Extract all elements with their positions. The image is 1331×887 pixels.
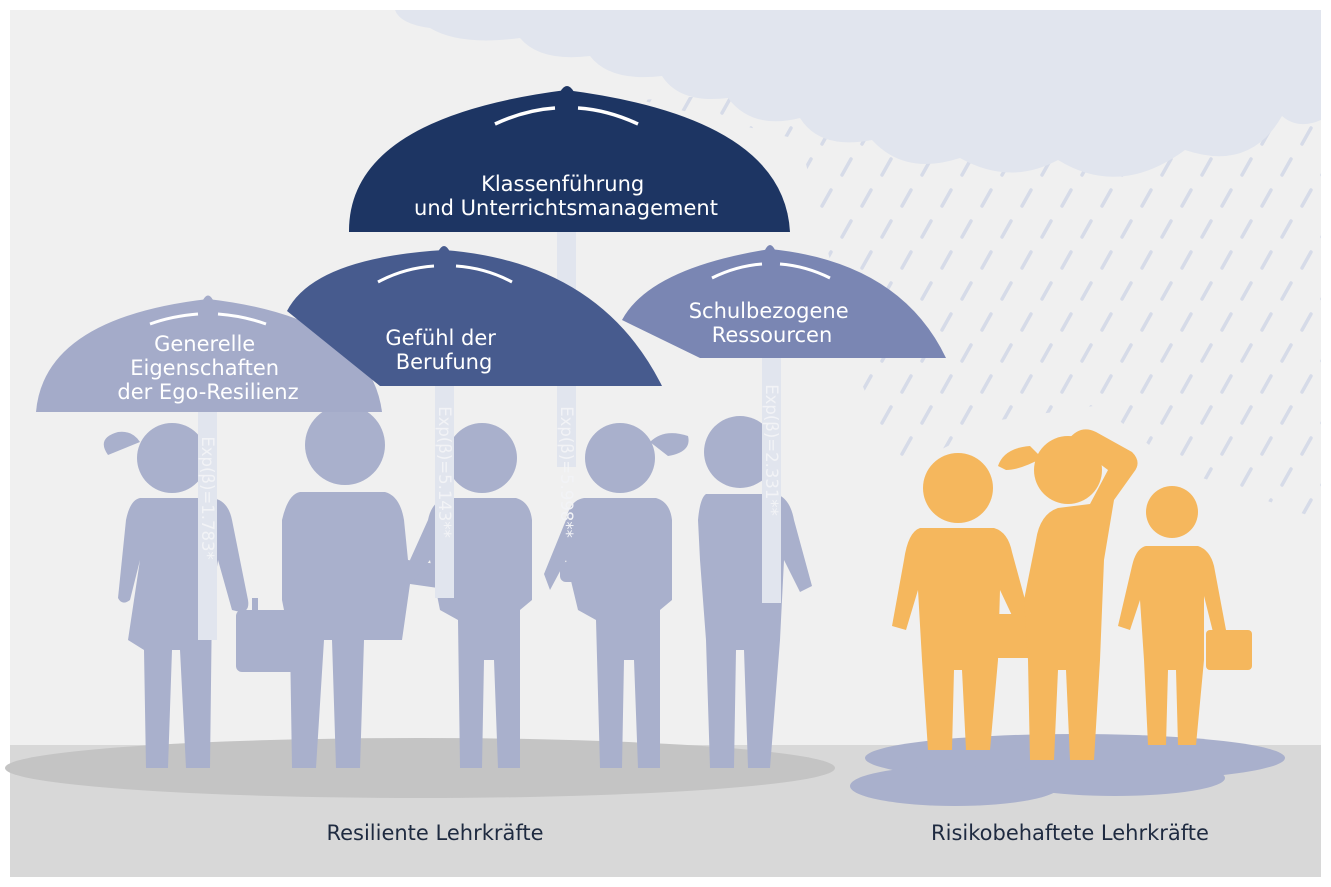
group-label-resilient: Resiliente Lehrkräfte — [326, 821, 543, 845]
umbrella-label-ego-resilience: Generelle Eigenschaften der Ego-Resilien… — [117, 332, 298, 404]
teacher-figure — [1118, 486, 1252, 745]
umbrella-label-line: Klassenführung — [481, 172, 644, 196]
group-label-risk: Risikobehaftete Lehrkräfte — [931, 821, 1209, 845]
cloud-icon — [395, 10, 1321, 177]
umbrella-label-line: Schulbezogene — [689, 299, 849, 323]
coefficient-school-resources: Exp(β)=2.331** — [762, 384, 781, 516]
risk-teachers — [892, 429, 1252, 760]
teacher-figure — [544, 423, 689, 768]
umbrella-ego-resilience — [36, 295, 382, 640]
coefficient-ego-resilience: Exp(β)=1.783* — [198, 436, 217, 559]
umbrella-school-resources — [622, 245, 946, 603]
coefficient-calling: Exp(β)=5.143** — [435, 406, 454, 538]
coefficient-classroom-management: Exp(β)=5.998** — [557, 406, 576, 538]
umbrella-label-line: Gefühl der — [385, 326, 496, 350]
umbrella-label-line: Ressourcen — [712, 323, 833, 347]
umbrella-label-line: Eigenschaften — [130, 356, 279, 380]
teacher-figure — [892, 453, 1034, 750]
umbrella-calling — [287, 246, 662, 598]
resilient-teachers — [103, 405, 812, 768]
umbrella-label-line: Berufung — [396, 350, 493, 374]
umbrella-label-classroom-management: Klassenführung und Unterrichtsmanagement — [414, 172, 718, 220]
umbrella-label-line: der Ego-Resilienz — [117, 380, 298, 404]
umbrella-label-line: Generelle — [154, 332, 255, 356]
teacher-figure — [236, 405, 452, 768]
rain-icon — [640, 60, 1321, 520]
ground-shadow — [5, 738, 835, 798]
teacher-figure — [698, 416, 812, 768]
umbrella-label-calling: Gefühl der Berufung — [385, 326, 502, 374]
teacher-figure — [998, 429, 1138, 760]
umbrella-label-school-resources: Schulbezogene Ressourcen — [689, 299, 856, 347]
umbrella-label-line: und Unterrichtsmanagement — [414, 196, 718, 220]
